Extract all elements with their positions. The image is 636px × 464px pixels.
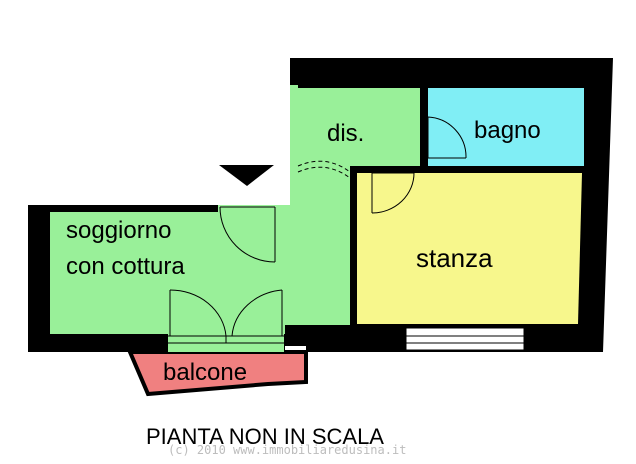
room-dis (298, 88, 420, 166)
label-stanza: stanza (416, 243, 493, 273)
opening-arc (297, 160, 351, 179)
wall-soggiorno-stanza (350, 166, 357, 326)
watermark: (c) 2010 www.immobiliaredusina.it (168, 443, 406, 457)
entrance-arrow-icon (219, 165, 274, 186)
label-bagno: bagno (474, 117, 541, 144)
door-bagno (427, 116, 467, 159)
label-soggiorno-line1: soggiorno (66, 217, 171, 244)
room-bagno (428, 88, 584, 166)
room-soggiorno (50, 85, 350, 334)
wall-dis-bagno (420, 85, 428, 173)
wall-dis-stanza (350, 166, 420, 173)
door-stanza (371, 172, 415, 214)
plan-caption: PIANTA NON IN SCALA (146, 424, 384, 449)
wall-bagno-stanza (420, 166, 586, 173)
room-stanza (357, 173, 582, 324)
window-stanza (405, 327, 525, 351)
label-dis: dis. (327, 120, 364, 147)
label-soggiorno-line2: con cottura (66, 253, 185, 280)
label-balcone: balcone (163, 359, 247, 386)
balcony-door (168, 289, 284, 352)
door-soggiorno (219, 206, 276, 263)
